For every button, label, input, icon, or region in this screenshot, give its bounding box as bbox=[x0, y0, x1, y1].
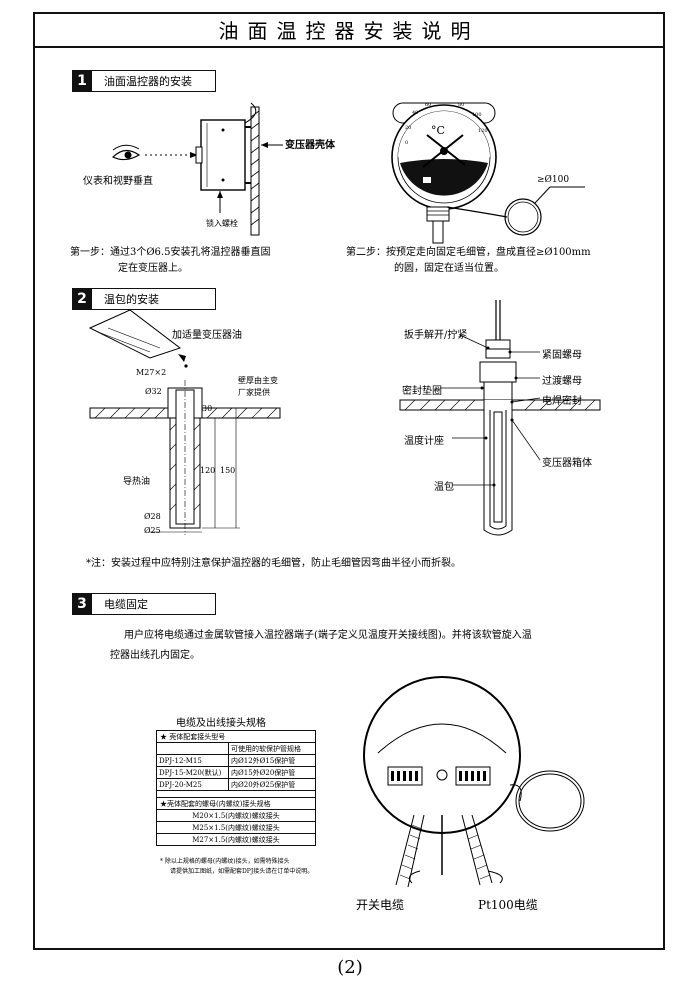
dial-tick-1: 40 bbox=[412, 110, 419, 116]
dial-tick-0: 20 bbox=[405, 125, 412, 131]
s3-paragraph-line1: 用户应将电缆通过金属软管接入温控器端子(端子定义见温度开关接线图)。并将该软管旋… bbox=[124, 630, 532, 641]
step2-line1: 第二步：按预定走向固定毛细管，盘成直径≥Ø100mm bbox=[346, 247, 591, 258]
d28-label: Ø28 bbox=[144, 512, 161, 521]
cable-diagram bbox=[363, 676, 585, 888]
seal-pad-label: 密封垫圈 bbox=[402, 386, 442, 397]
section-header-2: 2 温包的安装 bbox=[72, 288, 216, 310]
nut-spec: M27×1.5(内螺纹)螺纹接头 bbox=[192, 835, 280, 844]
shell-label: 变压器壳体 bbox=[285, 140, 335, 151]
nut-spec: M25×1.5(内螺纹)螺纹接头 bbox=[192, 823, 280, 832]
dial-tick-5: 120 bbox=[478, 128, 488, 134]
dial-tick-3: 80 bbox=[458, 102, 465, 108]
wall-label-2: 厂家提供 bbox=[238, 388, 270, 397]
wrench-label: 扳手解开/拧紧 bbox=[404, 330, 468, 341]
nut1-label: 紧固螺母 bbox=[542, 350, 582, 361]
table-header-model: ★ 壳体配套接头型号 bbox=[160, 732, 226, 741]
switch-cable-label: 开关电缆 bbox=[356, 898, 405, 912]
dial-tick-6: 0 bbox=[405, 140, 409, 146]
page-title: 油面温控器安装说明 bbox=[33, 12, 665, 48]
seat-label: 温度计座 bbox=[404, 436, 444, 447]
d25-label: Ø25 bbox=[144, 526, 161, 535]
table-title: 电缆及出线接头规格 bbox=[176, 718, 266, 729]
table-footnote-2: 请提供加工图纸，如需配套DPJ接头请在订单中说明。 bbox=[170, 868, 314, 875]
well-diagram bbox=[88, 309, 281, 535]
pt100-cable-label: Pt100电缆 bbox=[478, 898, 538, 912]
eye-icon bbox=[111, 144, 141, 161]
page-number: (2) bbox=[337, 957, 363, 978]
table-header-spec: 可使用的软保护管规格 bbox=[231, 744, 301, 753]
weld-seal-label: 电焊密封 bbox=[542, 396, 582, 407]
tank-label: 变压器箱体 bbox=[542, 458, 592, 469]
step2-line2: 的圆，固定在适当位置。 bbox=[394, 263, 504, 274]
page-frame bbox=[33, 12, 665, 950]
nut2-label: 过渡螺母 bbox=[542, 376, 582, 387]
m27-label: M27×2 bbox=[136, 368, 167, 377]
wall-label-1: 壁厚由主变 bbox=[238, 376, 278, 385]
step1-line2: 定在变压器上。 bbox=[118, 263, 188, 274]
bulb-label: 温包 bbox=[434, 482, 454, 493]
bulb-install-diagram bbox=[399, 300, 601, 536]
install-note: *注：安装过程中应特别注意保护温控器的毛细管，防止毛细管因弯曲半径小而折裂。 bbox=[86, 558, 461, 569]
section-header-3: 3 电缆固定 bbox=[72, 593, 216, 615]
nut-spec: M20×1.5(内螺纹)螺纹接头 bbox=[192, 811, 280, 820]
step1-line1: 第一步：通过3个Ø6.5安装孔将温控器垂直固 bbox=[70, 247, 271, 258]
section-header-1: 1 油面温控器的安装 bbox=[72, 70, 216, 92]
dial-diagram bbox=[391, 102, 585, 244]
wall-mount-diagram bbox=[111, 102, 283, 236]
heat-oil-label: 导热油 bbox=[123, 477, 151, 487]
oil-label: 加适量变压器油 bbox=[172, 330, 242, 341]
d30-label: 30 bbox=[202, 404, 213, 413]
s3-paragraph-line2: 控器出线孔内固定。 bbox=[110, 650, 200, 661]
bolt-label: 锁入螺栓 bbox=[206, 219, 238, 228]
table-header-nut: ★壳体配套的螺母(内螺纹)接头规格 bbox=[160, 799, 271, 808]
dial-tick-4: 100 bbox=[472, 112, 482, 118]
eye-label: 仪表和视野垂直 bbox=[83, 176, 153, 187]
h150-label: 150 bbox=[220, 466, 236, 475]
h120-label: 120 bbox=[200, 466, 216, 475]
d32-label: Ø32 bbox=[145, 387, 162, 396]
capillary-diameter-label: ≥Ø100 bbox=[537, 175, 570, 185]
dial-unit: °C bbox=[431, 124, 445, 137]
table-row: DPJ-15-M20(默认)内Ø15外Ø20保护管 bbox=[157, 766, 315, 778]
table-footnote-1: * 除以上规格的螺母(内螺纹)接头，如需特殊接头 bbox=[160, 858, 290, 865]
dial-tick-2: 60 bbox=[425, 102, 432, 108]
